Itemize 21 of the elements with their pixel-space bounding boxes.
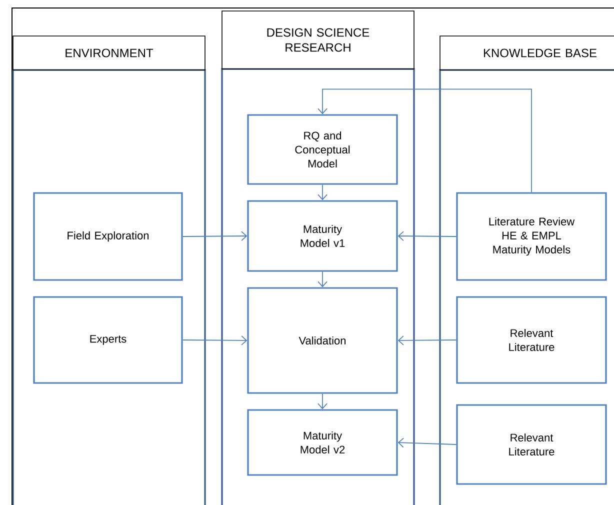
process-box: RQ and Conceptual Model [247, 114, 398, 185]
input-box: Relevant Literature [456, 404, 607, 485]
process-box: Validation [247, 287, 398, 394]
input-box: Relevant Literature [456, 296, 607, 384]
arrow [318, 271, 328, 288]
node-label: DESIGN SCIENCE RESEARCH [267, 28, 370, 52]
process-box: Maturity Model v2 [247, 409, 398, 476]
input-box: Field Exploration [33, 192, 183, 281]
arrow [398, 438, 457, 448]
arrow [182, 231, 248, 241]
arrow [398, 336, 457, 346]
input-box: Experts [33, 296, 183, 384]
arrow [318, 88, 532, 193]
arrow [398, 231, 457, 241]
arrow [182, 336, 248, 346]
arrow [318, 393, 328, 410]
process-box: Maturity Model v1 [247, 200, 398, 272]
node-label: ENVIRONMENT [66, 48, 154, 58]
arrow [318, 184, 328, 200]
node-label: KNOWLEDGE BASE [484, 48, 596, 58]
input-box: Literature Review HE & EMPL Maturity Models [456, 192, 607, 281]
